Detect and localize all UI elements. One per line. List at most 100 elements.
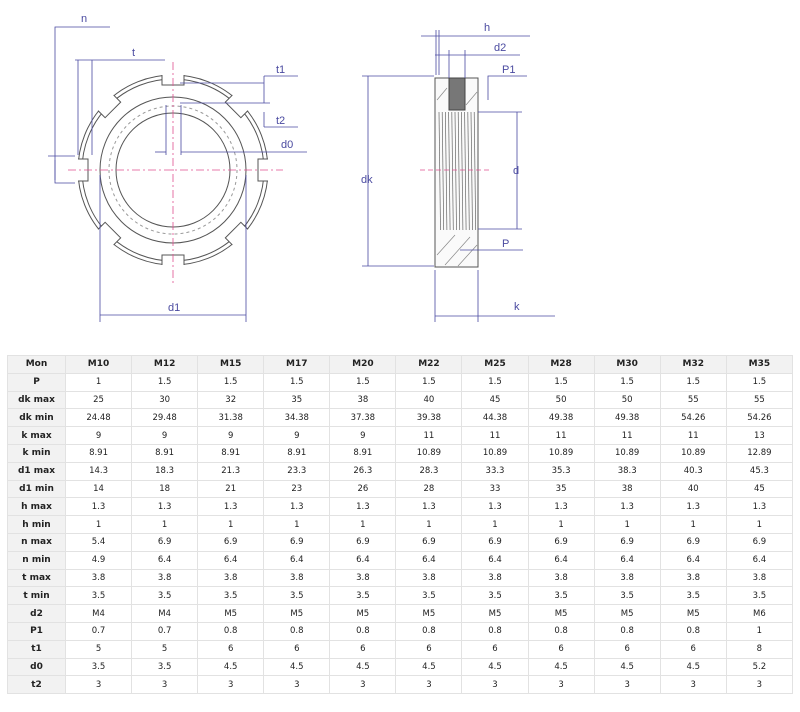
table-cell: 28.3 [395,461,463,481]
label-t: t [132,47,135,59]
table-cell: 1.5 [725,372,794,392]
table-cell: 1.5 [461,372,529,392]
table-cell: 3.5 [659,586,727,606]
table-cell: 55 [725,390,794,410]
table-cell: 0.7 [64,621,133,641]
row-header: dk max [7,390,66,410]
row-header: h max [7,497,66,517]
table-cell: 3 [329,675,397,695]
table-cell: 1.3 [64,497,133,517]
table-cell: 3.5 [395,586,463,606]
table-cell: 1.3 [329,497,397,517]
table-cell: 6.4 [263,550,331,570]
table-cell: 1.3 [461,497,529,517]
table-cell: 6 [527,639,595,659]
side-dimension-lines [362,30,555,322]
table-cell: 23 [263,479,331,499]
table-cell: 3.5 [725,586,794,606]
table-cell: 6.9 [329,532,397,552]
table-cell: 6.4 [131,550,199,570]
table-cell: 0.8 [263,621,331,641]
table-cell: 54.26 [659,408,727,428]
hatching [436,87,478,267]
table-cell: 1 [395,515,463,534]
table-cell: 3.8 [527,568,595,588]
table-cell: 0.7 [131,621,199,641]
row-header: t1 [7,639,66,659]
table-cell: 6.9 [593,532,661,552]
column-header: M28 [527,355,595,374]
table-cell: 25 [64,390,133,410]
table-cell: M5 [593,604,661,623]
table-cell: 1.3 [197,497,265,517]
table-cell: 40.3 [659,461,727,481]
table-cell: 0.8 [329,621,397,641]
table-cell: 4.5 [593,657,661,677]
table-cell: 8.91 [131,443,199,463]
row-header: P1 [7,621,66,641]
table-cell: 26.3 [329,461,397,481]
table-cell: 4.5 [395,657,463,677]
table-cell: 4.9 [64,550,133,570]
table-cell: 11 [461,426,529,445]
technical-drawing: n t t1 t2 d0 d1 h d2 P1 dk d P k [48,13,555,322]
table-cell: 3 [197,675,265,695]
table-cell: 10.89 [527,443,595,463]
table-cell: 6.4 [329,550,397,570]
row-header: t max [7,568,66,588]
table-cell: 6.4 [461,550,529,570]
table-cell: 3.5 [461,586,529,606]
table-cell: 8 [725,639,794,659]
label-P: P [502,238,509,250]
table-cell: 8.91 [329,443,397,463]
table-cell: 50 [527,390,595,410]
table-cell: 1.3 [593,497,661,517]
table-cell: 35 [527,479,595,499]
table-cell: 3.5 [263,586,331,606]
table-cell: 8.91 [64,443,133,463]
table-cell: 40 [395,390,463,410]
table-cell: 3.8 [131,568,199,588]
table-cell: 35 [263,390,331,410]
table-cell: M5 [659,604,727,623]
table-cell: M4 [64,604,133,623]
table-cell: M4 [131,604,199,623]
label-d1: d1 [168,302,180,314]
table-cell: 3 [725,675,794,695]
table-cell: 3.5 [131,657,199,677]
table-cell: 1.3 [725,497,794,517]
table-cell: 3.5 [131,586,199,606]
table-cell: 9 [263,426,331,445]
table-cell: M5 [395,604,463,623]
table-cell: 14.3 [64,461,133,481]
table-cell: 21 [197,479,265,499]
label-t1: t1 [276,64,285,76]
table-cell: 1.3 [395,497,463,517]
table-cell: M5 [263,604,331,623]
row-header: dk min [7,408,66,428]
front-dimension-lines [48,26,307,322]
table-cell: 0.8 [527,621,595,641]
table-cell: 0.8 [461,621,529,641]
table-cell: 1 [197,515,265,534]
table-cell: 45 [461,390,529,410]
table-cell: 3.8 [593,568,661,588]
label-d2: d2 [494,42,506,54]
table-cell: 1.5 [659,372,727,392]
table-cell: 3.5 [329,586,397,606]
table-cell: 1 [593,515,661,534]
table-cell: 24.48 [64,408,133,428]
row-header: d0 [7,657,66,677]
table-cell: 1 [659,515,727,534]
table-cell: 10.89 [461,443,529,463]
table-cell: 0.8 [395,621,463,641]
table-cell: 0.8 [659,621,727,641]
row-header: k max [7,426,66,445]
